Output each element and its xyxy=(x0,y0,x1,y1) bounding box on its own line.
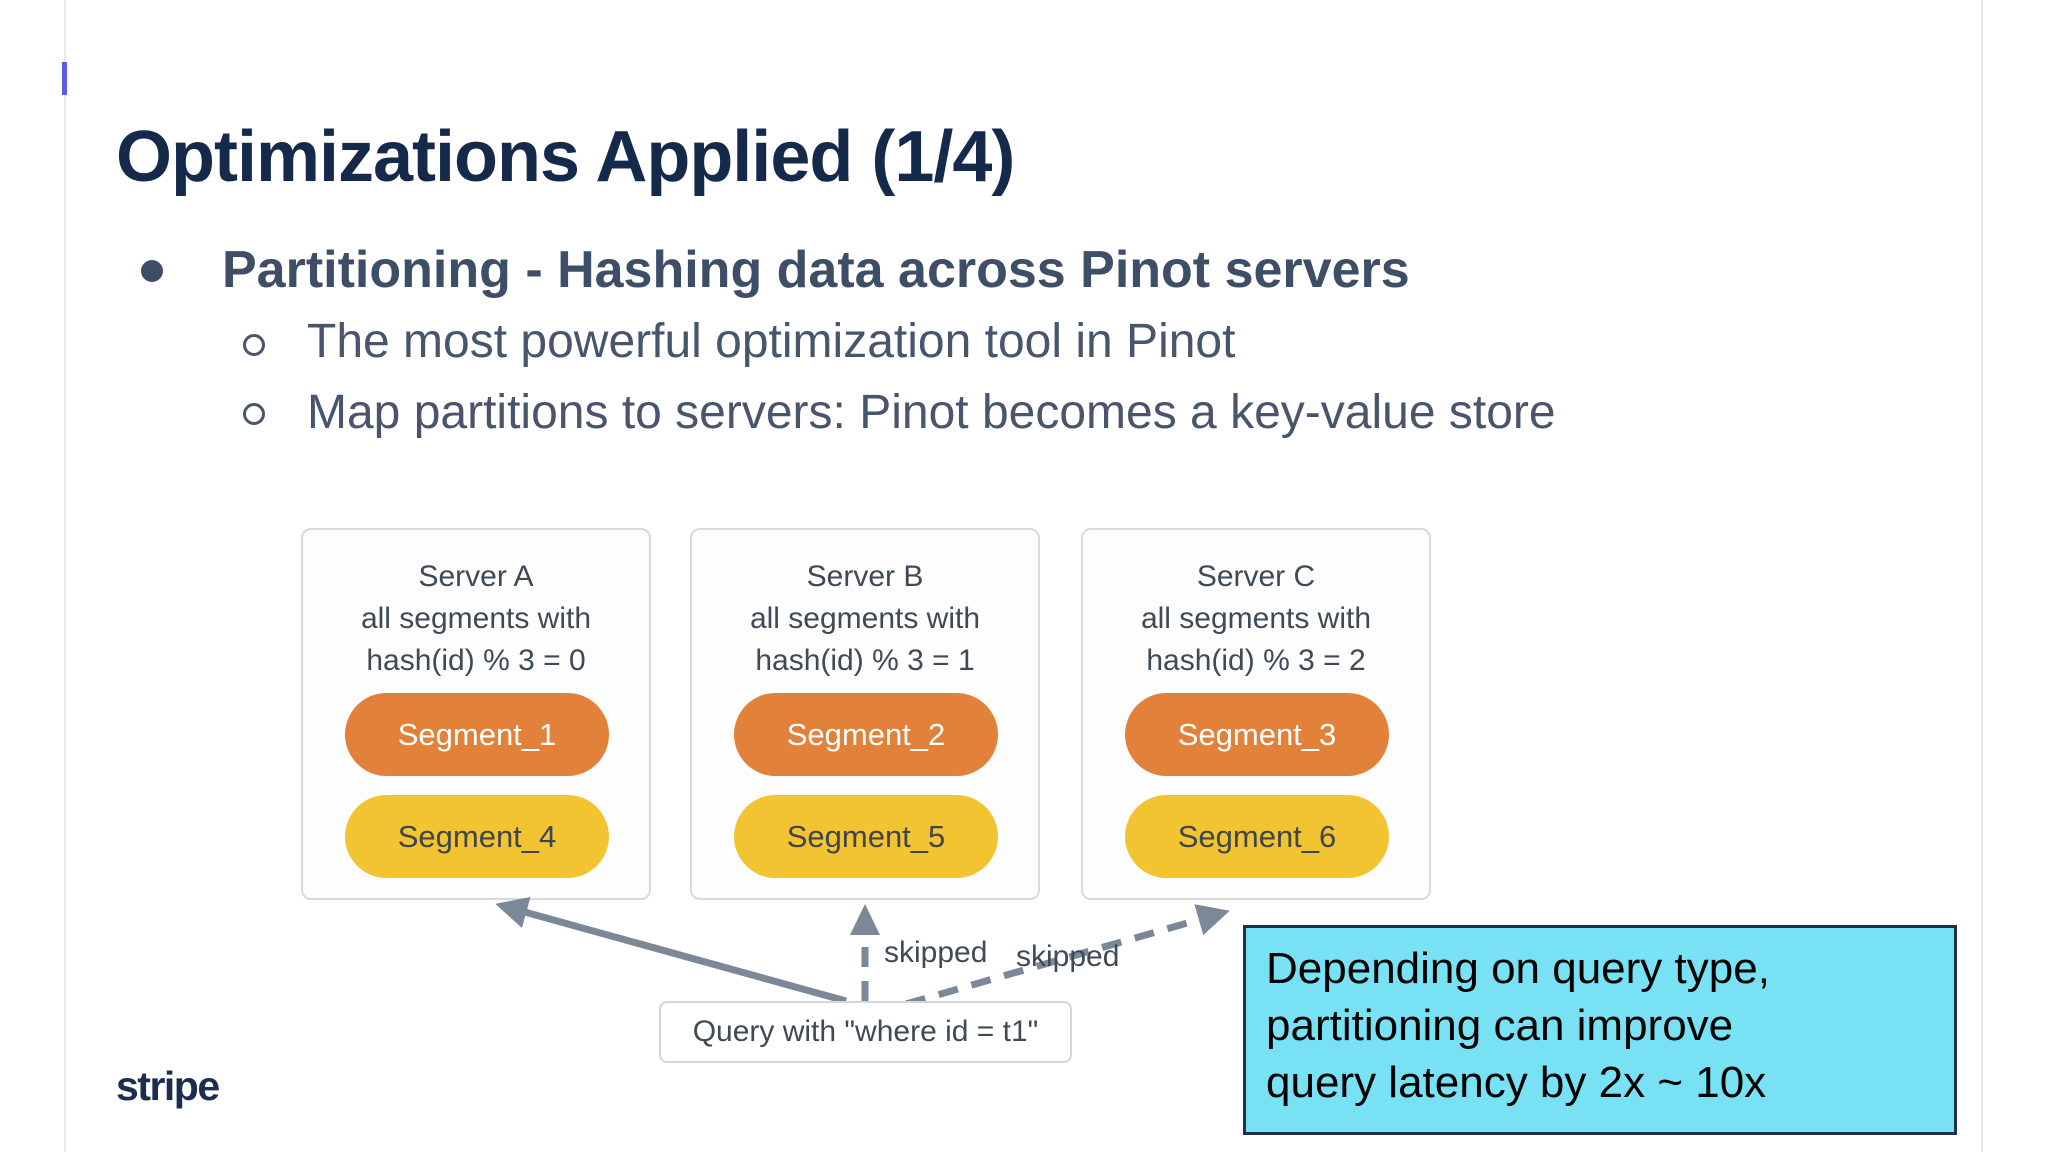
segment-pill: Segment_4 xyxy=(345,795,609,878)
skipped-label: skipped xyxy=(1016,940,1120,973)
segment-pill: Segment_2 xyxy=(734,693,998,776)
bullet-dot-icon xyxy=(141,260,163,282)
server-box-header: Server C all segments with hash(id) % 3 … xyxy=(1083,556,1429,682)
bullet-main: Partitioning - Hashing data across Pinot… xyxy=(222,241,1410,299)
server-desc-line: hash(id) % 3 = 0 xyxy=(366,644,586,677)
segment-pill: Segment_5 xyxy=(734,795,998,878)
server-box-b: Server B all segments with hash(id) % 3 … xyxy=(690,528,1040,900)
segment-pill: Segment_6 xyxy=(1125,795,1389,878)
segment-pill: Segment_3 xyxy=(1125,693,1389,776)
server-box-header: Server A all segments with hash(id) % 3 … xyxy=(303,556,649,682)
slide-right-edge-line xyxy=(1981,0,1983,1152)
callout-line: query latency by 2x ~ 10x xyxy=(1266,1058,1767,1107)
segment-pill: Segment_1 xyxy=(345,693,609,776)
server-desc-line: all segments with xyxy=(749,602,981,635)
callout-line: Depending on query type, xyxy=(1266,944,1770,993)
server-name: Server A xyxy=(418,560,534,593)
skipped-label: skipped xyxy=(884,936,988,969)
server-desc-line: hash(id) % 3 = 1 xyxy=(755,644,975,677)
sub-bullet-circle-icon xyxy=(243,403,265,425)
server-name: Server C xyxy=(1196,560,1316,593)
query-box: Query with "where id = t1" xyxy=(659,1001,1072,1063)
slide-left-edge-line xyxy=(64,0,66,1152)
callout-note: Depending on query type, partitioning ca… xyxy=(1243,925,1957,1135)
server-desc-line: hash(id) % 3 = 2 xyxy=(1146,644,1366,677)
dashed-arrow-to-server-b-head xyxy=(850,904,880,935)
slide-title: Optimizations Applied (1/4) xyxy=(116,117,1015,197)
text-cursor xyxy=(62,62,67,95)
sub-bullet-circle-icon xyxy=(243,334,265,356)
stripe-logo: stripe xyxy=(116,1063,220,1109)
server-desc-line: all segments with xyxy=(360,602,592,635)
server-name: Server B xyxy=(806,560,924,593)
sub-bullet-1: The most powerful optimization tool in P… xyxy=(307,315,1236,368)
server-box-c: Server C all segments with hash(id) % 3 … xyxy=(1081,528,1431,900)
server-box-a: Server A all segments with hash(id) % 3 … xyxy=(301,528,651,900)
server-box-header: Server B all segments with hash(id) % 3 … xyxy=(692,556,1038,682)
solid-arrow-to-server-a xyxy=(495,896,847,1005)
callout-line: partitioning can improve xyxy=(1266,1001,1734,1050)
server-desc-line: all segments with xyxy=(1140,602,1372,635)
sub-bullet-2: Map partitions to servers: Pinot becomes… xyxy=(307,386,1556,439)
